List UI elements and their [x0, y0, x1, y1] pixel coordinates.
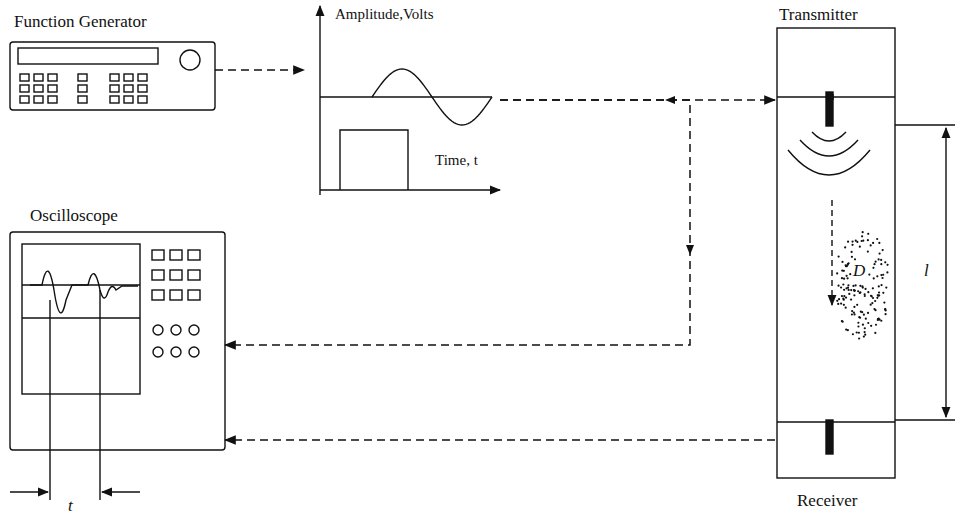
signal-plot: Amplitude,VoltsTime, t	[300, 2, 505, 200]
oscilloscope-device	[10, 232, 225, 500]
signal-line	[225, 439, 775, 441]
oscilloscope: Oscilloscope	[8, 205, 225, 450]
signal-line	[225, 100, 690, 345]
test-column: TransmitterReceiver	[775, 4, 897, 516]
direction-mark	[686, 245, 694, 255]
test-column	[777, 28, 955, 478]
function-generator: Function Generator	[8, 8, 215, 112]
function-generator-device	[10, 42, 215, 110]
signal-plot	[320, 6, 500, 195]
particle-size-label: D	[853, 262, 865, 281]
signal-line	[215, 69, 304, 71]
device-label: Oscilloscope	[30, 207, 118, 226]
direction-mark	[665, 96, 675, 104]
device-label: Function Generator	[14, 13, 147, 32]
path-length-label: l	[924, 262, 929, 281]
device-label: Receiver	[797, 492, 857, 511]
device-label: Time, t	[435, 152, 478, 169]
device-label: Amplitude,Volts	[335, 6, 433, 23]
travel-time-label: t	[68, 497, 73, 516]
device-label: Transmitter	[779, 6, 858, 25]
